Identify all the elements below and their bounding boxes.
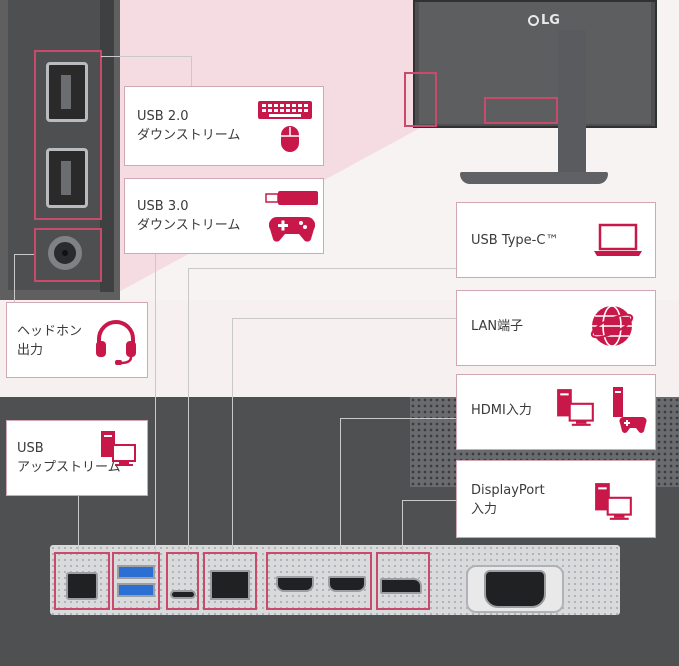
mouse-icon — [281, 126, 299, 152]
connector-line — [402, 500, 456, 501]
connector-line — [402, 500, 403, 552]
callout-displayport-label: DisplayPort 入力 — [471, 483, 545, 517]
callout-displayport: DisplayPort 入力 — [456, 460, 656, 538]
usb-b-port — [66, 572, 98, 600]
gamepad-icon — [269, 216, 315, 242]
lg-logo: LG — [541, 13, 560, 28]
hdmi-port-1 — [276, 576, 314, 592]
lan-port — [210, 570, 250, 600]
displayport-port — [380, 578, 422, 594]
usb-b-highlight — [54, 552, 110, 610]
connector-line — [340, 418, 341, 552]
dp-highlight — [376, 552, 430, 610]
headphone-jack — [48, 236, 82, 270]
connector-line — [340, 418, 456, 419]
monitor-side-highlight — [404, 72, 437, 127]
callout-usb20: USB 2.0 ダウンストリーム — [124, 86, 324, 166]
usb20-port-bottom — [46, 148, 88, 208]
desktop-pc-icon — [595, 483, 632, 520]
callout-hdmi-label: HDMI入力 — [471, 403, 532, 418]
connector-line — [155, 250, 156, 552]
callout-usb-c-label: USB Type-C™ — [471, 233, 559, 248]
callout-lan: LAN端子 — [456, 290, 656, 366]
usb30-highlight — [112, 552, 160, 610]
connector-line — [14, 254, 34, 255]
connector-line — [232, 318, 456, 319]
monitor-stand-neck — [558, 30, 586, 178]
usb30-port-top — [117, 565, 155, 579]
hdmi-highlight — [266, 552, 372, 610]
headphone-highlight — [34, 228, 102, 282]
usb-c-highlight — [166, 552, 199, 610]
usb20-port-top — [46, 62, 88, 122]
power-socket — [484, 570, 546, 608]
callout-usb30: USB 3.0 ダウンストリーム — [124, 178, 324, 254]
usb-stick-icon — [265, 191, 318, 205]
callout-usb-c: USB Type-C™ — [456, 202, 656, 278]
callout-headphone-label: ヘッドホン 出力 — [17, 324, 83, 358]
laptop-icon — [594, 223, 642, 256]
callout-hdmi: HDMI入力 — [456, 374, 656, 450]
monitor-stand-base — [460, 172, 608, 184]
side-panel-edge — [100, 0, 114, 292]
callout-usb-upstream-label: USB アップストリーム — [17, 441, 121, 475]
monitor-bottom-highlight — [484, 97, 558, 124]
connector-line — [101, 56, 191, 57]
usb30-port-bottom — [117, 583, 155, 597]
callout-usb20-label: USB 2.0 ダウンストリーム — [137, 109, 241, 143]
connector-line — [14, 254, 15, 302]
connector-line — [188, 268, 456, 269]
globe-icon — [590, 305, 634, 347]
desktop-pc-icon — [101, 431, 136, 466]
connector-line — [191, 56, 192, 86]
connector-line — [188, 268, 189, 552]
keyboard-icon — [258, 101, 312, 119]
lg-logo-mark-icon — [528, 15, 539, 26]
hdmi-port-2 — [328, 576, 366, 592]
connector-line — [78, 490, 79, 552]
game-console-icon — [613, 387, 647, 433]
desktop-pc-icon — [557, 389, 594, 426]
usb-c-port — [170, 590, 196, 599]
callout-headphone: ヘッドホン 出力 — [6, 302, 148, 378]
lan-highlight — [203, 552, 257, 610]
callout-lan-label: LAN端子 — [471, 319, 524, 334]
callout-usb30-label: USB 3.0 ダウンストリーム — [137, 199, 241, 233]
connector-line — [232, 318, 233, 552]
headset-icon — [96, 320, 136, 365]
usb20-highlight — [34, 50, 102, 220]
callout-usb-upstream: USB アップストリーム — [6, 420, 148, 496]
